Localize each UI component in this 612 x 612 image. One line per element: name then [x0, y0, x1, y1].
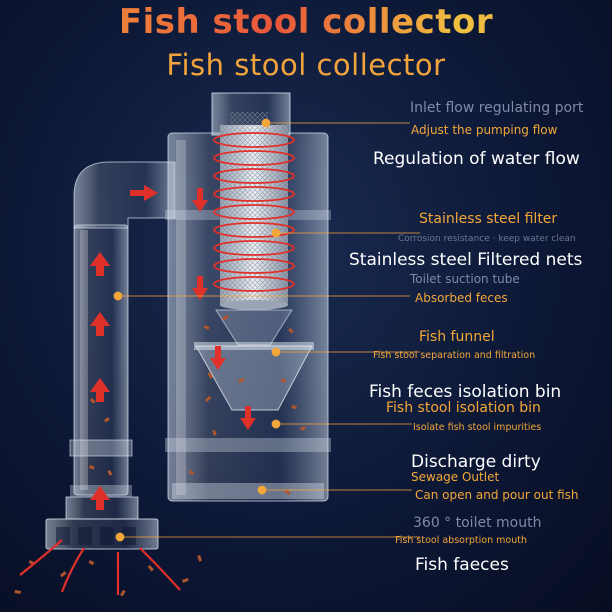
label-filtered-nets: Stainless steel Filtered nets: [349, 250, 583, 270]
label-absorbed: Absorbed feces: [415, 291, 508, 305]
label-steel-filter: Stainless steel filter: [419, 211, 558, 227]
label-stool-isolation: Fish stool isolation bin: [386, 400, 541, 416]
label-regulation: Regulation of water flow: [373, 149, 580, 169]
label-absorption-mouth: Fish stool absorption mouth: [395, 535, 527, 546]
suction-arrows: [19, 539, 181, 595]
steel-mesh-filter: [220, 125, 288, 310]
label-faeces: Fish faeces: [415, 555, 509, 575]
suction-tube: [69, 224, 133, 497]
water-spiral: [213, 132, 295, 292]
label-pour-out: Can open and pour out fish: [415, 488, 579, 502]
label-toilet-suction: Toilet suction tube: [410, 272, 520, 286]
label-funnel: Fish funnel: [419, 329, 495, 345]
label-discharge: Discharge dirty: [411, 452, 541, 472]
fish-funnel: [194, 309, 314, 411]
flow-arrows: [90, 185, 256, 510]
label-adjust-flow: Adjust the pumping flow: [411, 123, 558, 137]
label-separation: Fish stool separation and filtration: [373, 350, 536, 361]
label-isolation-bin: Fish feces isolation bin: [369, 382, 562, 402]
label-sewage: Sewage Outlet: [411, 470, 500, 484]
label-corrosion: Corrosion resistance · keep water clean: [398, 234, 576, 244]
leader-lines: [113, 118, 420, 542]
subtitle: Fish stool collector: [166, 48, 446, 82]
label-inlet-port: Inlet flow regulating port: [410, 100, 584, 116]
elbow-pipe: [73, 161, 176, 229]
label-isolate-impurities: Isolate fish stool impurities: [413, 422, 542, 433]
label-toilet-mouth: 360 ° toilet mouth: [413, 515, 542, 531]
main-title: Fish stool collector: [0, 2, 612, 42]
